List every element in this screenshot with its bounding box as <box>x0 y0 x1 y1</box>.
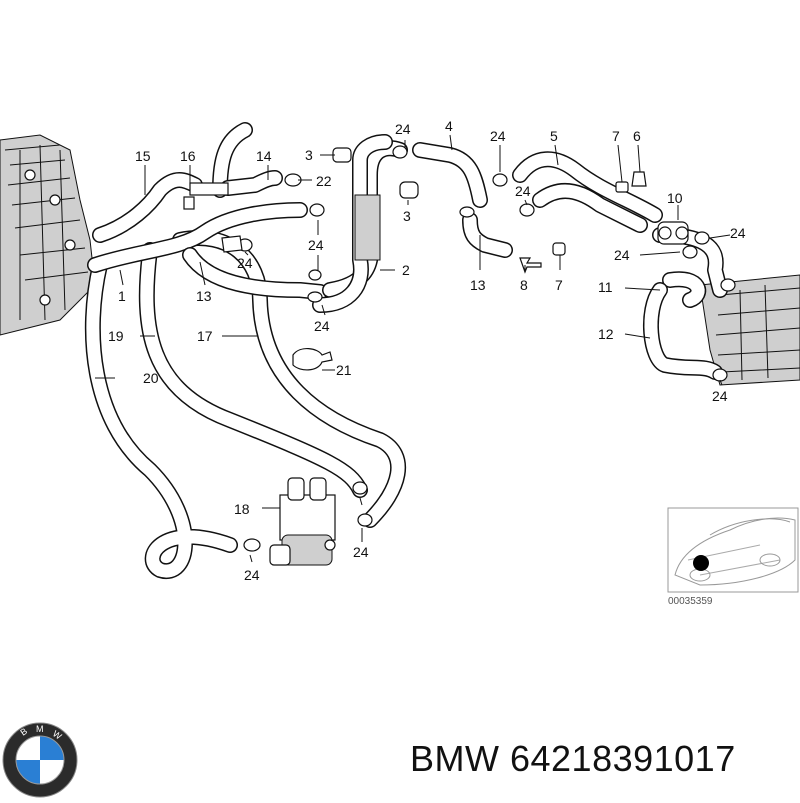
callout-24-i: 24 <box>308 237 324 253</box>
callout-20: 19 <box>108 328 124 344</box>
callout-24-e: 24 <box>614 247 630 263</box>
part-caption: BMW 64218391017 <box>410 738 736 779</box>
callout-13: 13 <box>470 277 486 293</box>
callout-12: 12 <box>598 326 614 342</box>
callout-7: 7 <box>612 128 620 144</box>
callout-5: 5 <box>550 128 558 144</box>
callout-8: 7 <box>555 277 563 293</box>
svg-text:B: B <box>18 726 29 738</box>
callout-9: 8 <box>520 277 528 293</box>
callout-1: 1 <box>118 288 126 304</box>
heater-core-illustration <box>699 274 800 386</box>
callout-24-b: 24 <box>490 128 506 144</box>
callout-11: 11 <box>598 279 613 295</box>
callout-19: 18 <box>234 501 250 517</box>
svg-text:M: M <box>36 724 44 734</box>
callout-14: 13 <box>196 288 212 304</box>
car-location-inset: 00035359 <box>667 507 799 607</box>
leader-lines <box>95 134 731 563</box>
small-parts <box>183 145 736 566</box>
callout-17: 16 <box>180 148 196 164</box>
callout-10: 10 <box>667 190 683 206</box>
callout-3-top: 3 <box>305 147 313 163</box>
callout-labels: 15 16 14 3 22 24 4 24 5 7 6 24 10 24 24 … <box>108 118 746 583</box>
callout-24-a: 24 <box>395 121 411 137</box>
callout-23: 22 <box>316 173 332 189</box>
callout-22: 21 <box>336 362 352 378</box>
reference-number: 00035359 <box>668 596 713 607</box>
callout-6: 6 <box>633 128 641 144</box>
callout-18: 17 <box>197 328 213 344</box>
callout-24-k: 24 <box>237 255 253 271</box>
callout-24-j: 24 <box>314 318 330 334</box>
callout-3-mid: 3 <box>403 208 411 224</box>
callout-21: 20 <box>143 370 159 386</box>
callout-15: 14 <box>256 148 272 164</box>
water-valve-illustration <box>269 477 336 566</box>
callout-24-d: 24 <box>730 225 746 241</box>
callout-24-c: 24 <box>515 183 531 199</box>
callout-24-g: 24 <box>244 567 260 583</box>
callout-2: 2 <box>402 262 410 278</box>
engine-block-illustration <box>0 134 96 336</box>
callout-4: 4 <box>445 118 453 134</box>
callout-16: 15 <box>135 148 151 164</box>
bmw-logo: B M W <box>2 722 78 798</box>
callout-24-h: 24 <box>353 544 369 560</box>
callout-24-f: 24 <box>712 388 728 404</box>
